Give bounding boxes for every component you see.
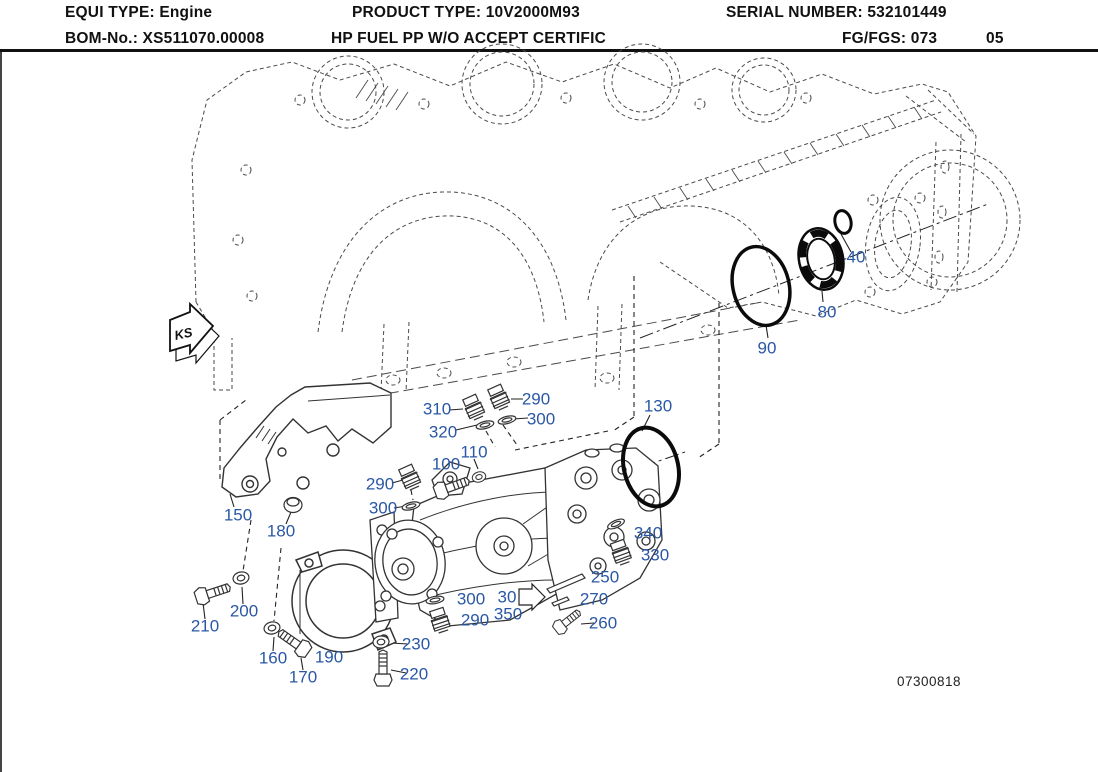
part-callout-200[interactable]: 200 bbox=[229, 601, 259, 621]
serial-number-label: SERIAL NUMBER: 532101449 bbox=[726, 4, 947, 21]
drawing-number: 07300818 bbox=[897, 674, 962, 689]
part-callout-330[interactable]: 330 bbox=[640, 545, 670, 565]
part-callout-210[interactable]: 210 bbox=[190, 616, 220, 636]
product-type-label: PRODUCT TYPE: 10V2000M93 bbox=[352, 4, 580, 21]
part-callout-130[interactable]: 130 bbox=[643, 396, 673, 416]
page-left-border bbox=[0, 52, 2, 772]
part-callout-290-top[interactable]: 290 bbox=[521, 389, 551, 409]
part-callout-180[interactable]: 180 bbox=[266, 521, 296, 541]
part-callout-300-left[interactable]: 300 bbox=[368, 498, 398, 518]
part-callout-300-top[interactable]: 300 bbox=[526, 409, 556, 429]
header-divider bbox=[0, 49, 1098, 52]
part-callout-190[interactable]: 190 bbox=[314, 647, 344, 667]
part-callout-100[interactable]: 100 bbox=[431, 454, 461, 474]
part-callout-160[interactable]: 160 bbox=[258, 648, 288, 668]
fg-fgs-label: FG/FGS: 073 bbox=[842, 30, 938, 47]
part-callout-310[interactable]: 310 bbox=[422, 399, 452, 419]
part-callout-150[interactable]: 150 bbox=[223, 505, 253, 525]
part-callout-90[interactable]: 90 bbox=[757, 338, 777, 358]
part-callout-80[interactable]: 80 bbox=[817, 302, 837, 322]
part-callout-170[interactable]: 170 bbox=[288, 667, 318, 687]
part-callout-320[interactable]: 320 bbox=[428, 422, 458, 442]
part-callout-340[interactable]: 340 bbox=[633, 523, 663, 543]
equi-type-label: EQUI TYPE: Engine bbox=[65, 4, 213, 21]
part-callout-110[interactable]: 110 bbox=[460, 442, 488, 462]
part-callout-250[interactable]: 250 bbox=[590, 567, 620, 587]
sheet-number-label: 05 bbox=[986, 30, 1004, 47]
part-callout-350[interactable]: 350 bbox=[493, 604, 523, 624]
part-callout-260[interactable]: 260 bbox=[588, 613, 618, 633]
part-callout-40[interactable]: 40 bbox=[846, 247, 866, 267]
bom-number-label: BOM-No.: XS511070.00008 bbox=[65, 30, 265, 47]
part-callout-290-bottom[interactable]: 290 bbox=[460, 610, 490, 630]
part-callout-230[interactable]: 230 bbox=[401, 634, 431, 654]
part-callout-220[interactable]: 220 bbox=[399, 664, 429, 684]
part-callout-300-bottom[interactable]: 300 bbox=[456, 589, 486, 609]
part-callout-30[interactable]: 30 bbox=[497, 587, 517, 607]
part-description-label: HP FUEL PP W/O ACCEPT CERTIFIC bbox=[331, 30, 606, 47]
part-callout-290-left[interactable]: 290 bbox=[365, 474, 395, 494]
part-callout-270[interactable]: 270 bbox=[579, 589, 609, 609]
